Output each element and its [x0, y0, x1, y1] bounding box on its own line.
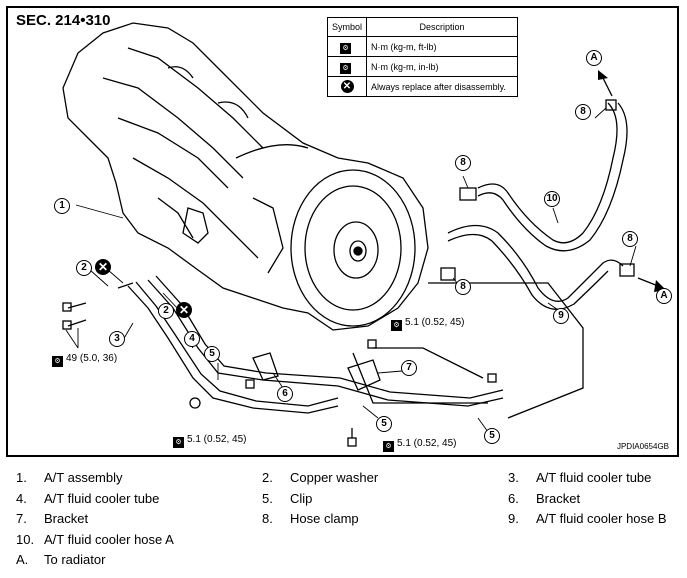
torque-wrench-icon: ⚙ [52, 356, 63, 367]
symbol-header: Symbol [326, 17, 368, 37]
hose-9 [447, 224, 624, 302]
callout-9: 9 [553, 308, 569, 324]
legend-item: 6.Bracket [508, 491, 581, 506]
exploded-view-diagram: SEC. 214•310 Symbol Description ⚙ N·m (k… [6, 6, 679, 457]
torque-wrench-icon: ⚙ [340, 62, 351, 74]
callout-3: 3 [109, 331, 125, 347]
legend-item: A.To radiator [16, 552, 106, 567]
hose-10 [477, 102, 618, 244]
symbol-desc: N·m (kg-m, in-lb) [366, 56, 519, 77]
callout-8: 8 [622, 231, 638, 247]
torque-spec: ⚙5.1 (0.52, 45) [173, 434, 246, 448]
legend-item: 10.A/T fluid cooler hose A [16, 532, 174, 547]
callout-1: 1 [54, 198, 70, 214]
symbol-table: Symbol Description ⚙ N·m (kg-m, ft-lb) ⚙… [326, 17, 519, 97]
torque-spec: ⚙5.1 (0.52, 45) [383, 438, 456, 452]
legend-item: 7.Bracket [16, 511, 89, 526]
callout-5: 5 [204, 346, 220, 362]
tube-3 [127, 285, 339, 414]
torque-wrench-icon: ⚙ [173, 437, 184, 448]
callout-2: 2 [76, 260, 92, 276]
legend-item: 8.Hose clamp [262, 511, 359, 526]
line-drawing [62, 22, 666, 447]
bracket-7 [347, 359, 381, 391]
callout-5: 5 [376, 416, 392, 432]
callout-5: 5 [484, 428, 500, 444]
description-header: Description [366, 17, 519, 37]
legend-item: 5.Clip [262, 491, 313, 506]
torque-spec: ⚙49 (5.0, 36) [52, 353, 117, 367]
always-replace-icon: ✕ [176, 302, 192, 318]
callout-8: 8 [455, 155, 471, 171]
always-replace-icon: ✕ [340, 80, 354, 93]
torque-wrench-icon: ⚙ [391, 320, 402, 331]
callout-10: 10 [544, 191, 560, 207]
always-replace-icon: ✕ [95, 259, 111, 275]
callout-8: 8 [575, 104, 591, 120]
legend-item: 1.A/T assembly [16, 470, 123, 485]
legend-item: 9.A/T fluid cooler hose B [508, 511, 667, 526]
callout-8: 8 [455, 279, 471, 295]
section-label: SEC. 214•310 [16, 12, 111, 29]
to-radiator-marker: A [656, 288, 672, 304]
symbol-desc: Always replace after disassembly. [366, 76, 519, 97]
torque-spec: ⚙5.1 (0.52, 45) [391, 317, 464, 331]
to-radiator-marker: A [586, 50, 602, 66]
callout-4: 4 [184, 331, 200, 347]
callout-6: 6 [277, 386, 293, 402]
legend-item: 2.Copper washer [262, 470, 379, 485]
torque-converter [290, 169, 416, 327]
legend-item: 3.A/T fluid cooler tube [508, 470, 652, 485]
torque-wrench-icon: ⚙ [383, 441, 394, 452]
symbol-desc: N·m (kg-m, ft-lb) [366, 36, 519, 57]
figure-id: JPDIA0654GB [616, 442, 669, 451]
legend-item: 4.A/T fluid cooler tube [16, 491, 160, 506]
transmission-case [62, 22, 429, 331]
callout-2: 2 [158, 303, 174, 319]
bracket-6 [252, 352, 279, 381]
callout-7: 7 [401, 360, 417, 376]
torque-wrench-icon: ⚙ [340, 42, 351, 54]
